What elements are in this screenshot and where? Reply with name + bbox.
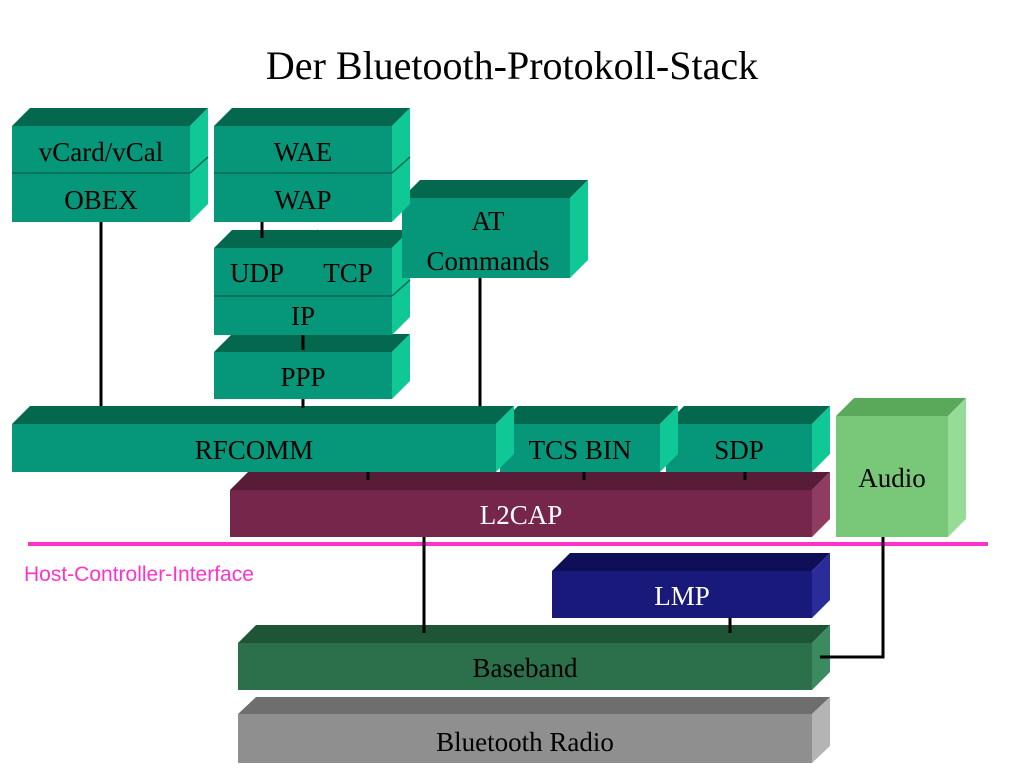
layer-l2cap: L2CAP	[230, 472, 830, 537]
layer-udp-tcp-ip: UDP TCP IP	[214, 229, 411, 335]
layer-baseband: Baseband	[238, 625, 830, 690]
layer-ppp: PPP	[214, 334, 410, 399]
layer-at-label-line1: AT	[472, 206, 506, 236]
layer-vcard-obex: vCard/vCal OBEX	[12, 108, 209, 222]
connector-audio-baseband	[820, 537, 885, 659]
layer-at-label-line2: Commands	[426, 246, 549, 276]
layer-sdp-label: SDP	[714, 435, 764, 465]
layer-baseband-label: Baseband	[473, 653, 578, 683]
layer-audio: Audio	[836, 398, 966, 537]
layer-rfcomm: RFCOMM	[12, 406, 514, 472]
layer-tcs-bin: TCS BIN	[500, 406, 678, 472]
layer-wae-wap: WAE WAP	[214, 108, 411, 222]
layer-wae-label: WAE	[274, 137, 332, 167]
layer-sdp: SDP	[666, 406, 830, 472]
layer-ppp-label: PPP	[280, 362, 325, 392]
layer-lmp: LMP	[552, 553, 830, 618]
layer-tcp-label: TCP	[323, 258, 373, 288]
layer-bluetooth-radio: Bluetooth Radio	[238, 697, 830, 763]
layer-udp-label: UDP	[230, 258, 284, 288]
layer-wap-label: WAP	[274, 185, 331, 215]
layer-vcard-label: vCard/vCal	[39, 137, 163, 167]
layer-ip-label: IP	[291, 301, 315, 331]
layer-obex-label: OBEX	[64, 185, 138, 215]
layer-rfcomm-label: RFCOMM	[195, 435, 314, 465]
layer-l2cap-label: L2CAP	[480, 500, 563, 530]
connector-lines	[99, 222, 885, 659]
layer-lmp-label: LMP	[654, 581, 710, 611]
layer-bluetooth-radio-label: Bluetooth Radio	[436, 727, 614, 757]
layer-at-commands: AT Commands	[402, 180, 588, 278]
layer-tcs-bin-label: TCS BIN	[529, 435, 632, 465]
layer-audio-label: Audio	[858, 463, 926, 493]
hci-label: Host-Controller-Interface	[24, 563, 254, 586]
diagram-title: Der Bluetooth-Protokoll-Stack	[265, 43, 759, 88]
